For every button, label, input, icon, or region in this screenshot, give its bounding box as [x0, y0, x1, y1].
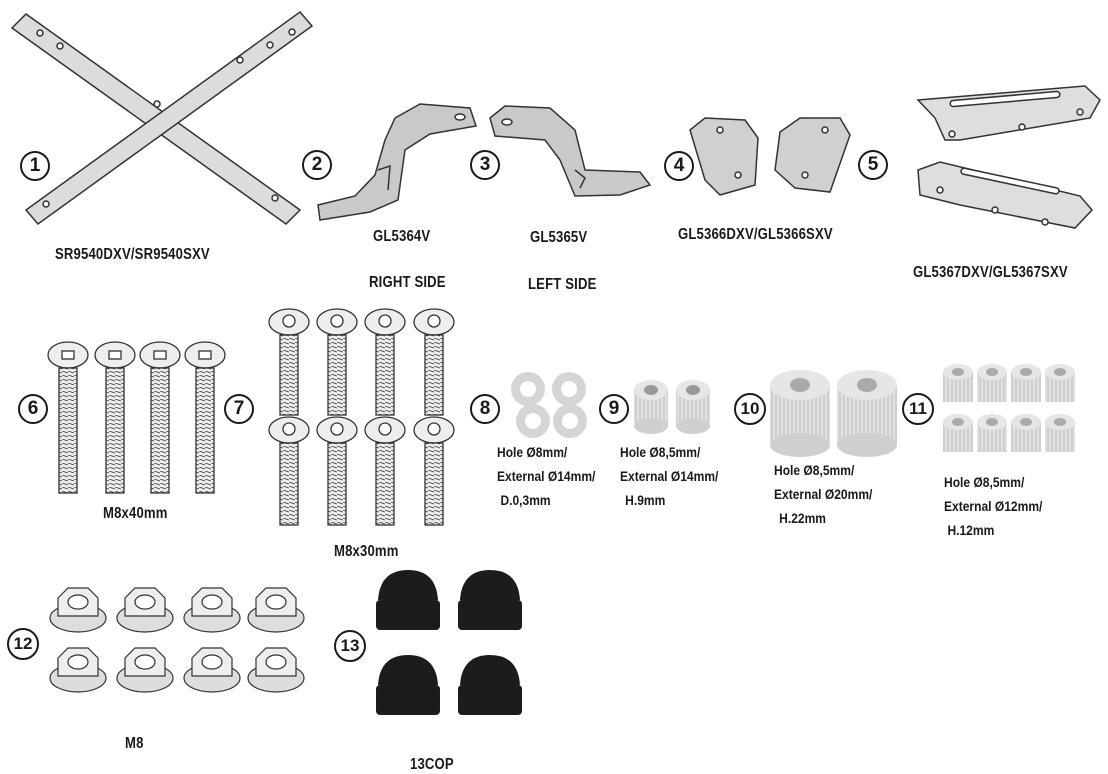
- nuts-m8-part: [49, 587, 305, 693]
- label-right-side: RIGHT SIDE: [369, 274, 446, 291]
- spec-item-9: Hole Ø8,5mm/ External Ø14mm/ H.9mm: [620, 440, 718, 512]
- label-left-side: LEFT SIDE: [528, 276, 597, 293]
- spec-line: D.0,3mm: [500, 492, 551, 508]
- spec-line: H.12mm: [947, 522, 995, 538]
- label-sr9540: SR9540DXV/SR9540SXV: [55, 246, 210, 263]
- item-number-6: 6: [18, 394, 48, 424]
- spec-line: Hole Ø8,5mm/: [774, 462, 855, 478]
- spec-line: Hole Ø8mm/: [497, 444, 568, 460]
- spec-line: External Ø14mm/: [497, 468, 596, 484]
- item-number-13: 13: [334, 630, 366, 662]
- spacers-12mm-part: [943, 364, 1075, 452]
- caps-part: [376, 570, 522, 715]
- spec-line: External Ø14mm/: [620, 468, 719, 484]
- spec-item-8: Hole Ø8mm/ External Ø14mm/ D.0,3mm: [497, 440, 595, 512]
- washers-part: [511, 372, 587, 438]
- label-13cop: 13COP: [410, 756, 454, 773]
- item-number-7: 7: [224, 394, 254, 424]
- item-number-4: 4: [664, 151, 694, 181]
- item-number-12: 12: [7, 628, 39, 660]
- bolts-m8x30-part: [268, 308, 455, 526]
- label-m8x40: M8x40mm: [103, 505, 168, 522]
- item-number-9: 9: [599, 394, 629, 424]
- right-bracket-part: [317, 103, 477, 221]
- bolts-m8x40-part: [47, 341, 226, 494]
- spec-line: H.9mm: [625, 492, 666, 508]
- mounting-plates-part: [916, 85, 1101, 229]
- spacers-9mm-part: [634, 380, 710, 434]
- small-brackets-part: [689, 117, 851, 196]
- spec-line: External Ø12mm/: [944, 498, 1043, 514]
- item-number-3: 3: [470, 150, 500, 180]
- label-gl5364v: GL5364V: [373, 228, 431, 245]
- left-bracket-part: [489, 105, 652, 197]
- label-gl5367: GL5367DXV/GL5367SXV: [913, 264, 1068, 281]
- item-number-1: 1: [20, 151, 50, 181]
- item-number-10: 10: [734, 393, 766, 425]
- label-gl5365v: GL5365V: [530, 229, 588, 246]
- spec-line: External Ø20mm/: [774, 486, 873, 502]
- label-gl5366: GL5366DXV/GL5366SXV: [678, 226, 833, 243]
- spec-line: H.22mm: [779, 510, 827, 526]
- item-number-11: 11: [902, 393, 934, 425]
- spacers-22mm-part: [770, 370, 897, 457]
- crossbar-part: [10, 10, 314, 226]
- label-m8x30: M8x30mm: [334, 543, 399, 560]
- spec-item-10: Hole Ø8,5mm/ External Ø20mm/ H.22mm: [774, 458, 872, 530]
- spec-line: Hole Ø8,5mm/: [620, 444, 701, 460]
- spec-line: Hole Ø8,5mm/: [944, 474, 1025, 490]
- item-number-5: 5: [858, 150, 888, 180]
- label-m8: M8: [125, 735, 144, 752]
- spec-item-11: Hole Ø8,5mm/ External Ø12mm/ H.12mm: [944, 470, 1042, 542]
- item-number-2: 2: [302, 150, 332, 180]
- item-number-8: 8: [470, 394, 500, 424]
